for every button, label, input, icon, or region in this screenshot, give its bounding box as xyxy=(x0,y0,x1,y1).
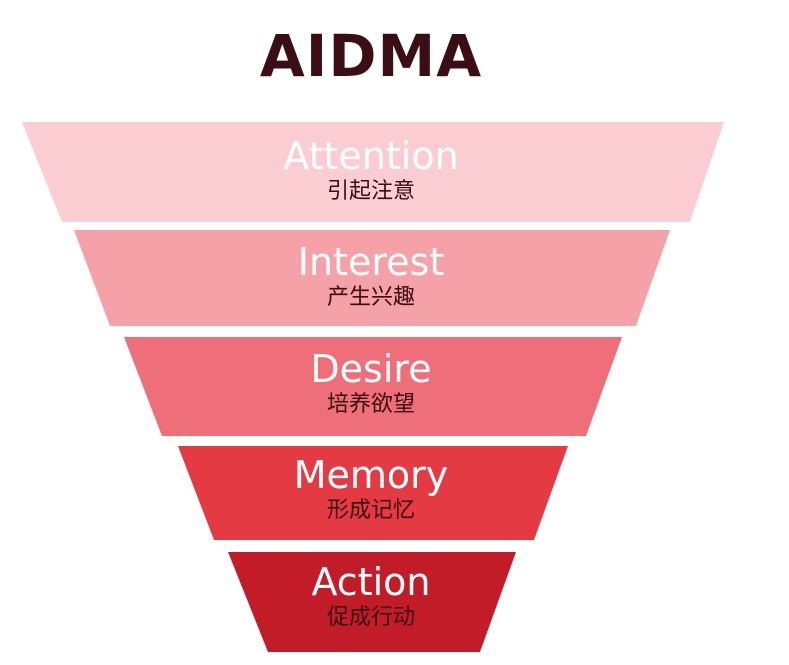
funnel-band-memory xyxy=(178,446,568,540)
stage-name: Memory xyxy=(293,453,449,497)
stage-name-zh: 培养欲望 xyxy=(326,392,415,417)
stage-attention: Attention 引起注意 xyxy=(0,134,742,206)
stage-name: Interest xyxy=(297,240,445,284)
stage-name-zh: 引起注意 xyxy=(326,179,415,204)
funnel-band-attention xyxy=(22,122,724,222)
stage-interest: Interest 产生兴趣 xyxy=(0,240,742,312)
diagram-title: AIDMA xyxy=(259,22,483,90)
stage-name-zh: 促成行动 xyxy=(326,605,415,630)
stage-name: Attention xyxy=(283,134,459,178)
stage-name-zh: 形成记忆 xyxy=(326,498,415,523)
funnel-band-action xyxy=(228,552,516,652)
stage-name-zh: 产生兴趣 xyxy=(326,285,415,310)
stage-desire: Desire 培养欲望 xyxy=(0,347,742,419)
funnel-band-interest xyxy=(74,230,670,326)
stage-name: Action xyxy=(311,560,431,604)
stage-action: Action 促成行动 xyxy=(0,560,742,632)
stage-name: Desire xyxy=(310,347,432,391)
funnel-band-desire xyxy=(124,337,622,436)
stage-memory: Memory 形成记忆 xyxy=(0,453,742,525)
